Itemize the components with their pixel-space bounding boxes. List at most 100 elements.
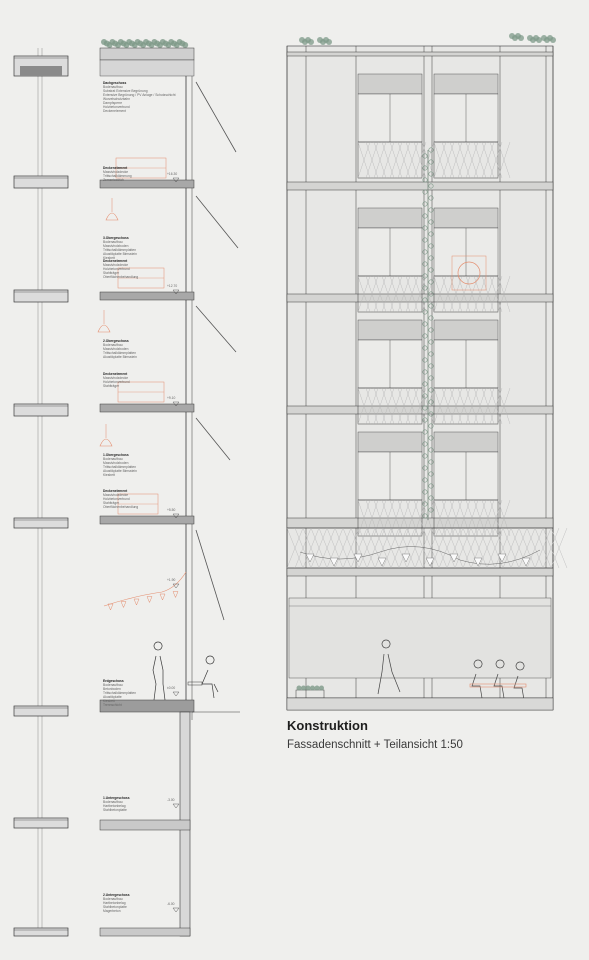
roof-plant [326, 39, 332, 45]
section-label-line: Bodenaufbau [103, 85, 123, 89]
level-label: +5.50 [167, 508, 176, 512]
awning-arm [195, 195, 239, 249]
lattice-hatch [398, 527, 416, 569]
slab-section [13, 175, 69, 189]
sign-board [451, 255, 487, 291]
person-figure [471, 659, 483, 699]
climbing-plant [422, 237, 428, 243]
shopfront [288, 597, 552, 679]
pennant [159, 593, 166, 601]
climbing-plant [422, 165, 428, 171]
drawing-title: Konstruktion [287, 718, 368, 733]
section-label-line: Akustikplatte Bimsstein [103, 355, 137, 359]
pennant-garland [299, 546, 541, 565]
climbing-plant [422, 513, 428, 519]
climbing-plant [428, 459, 434, 465]
climbing-plant [422, 381, 428, 387]
climbing-plant [428, 483, 434, 489]
sign-icon [457, 261, 481, 285]
section-label-line: Massivholzdecke [103, 170, 129, 174]
floor-band [286, 51, 554, 57]
planter-plant [319, 685, 324, 691]
lattice-hatch [406, 527, 424, 569]
planter-plant [301, 685, 306, 691]
section-label-line: Akustikplatte [103, 695, 122, 699]
climbing-plant [428, 315, 434, 321]
climbing-plant [422, 321, 428, 327]
section-label-line: Massivholzdecke [103, 263, 129, 267]
level-marker [172, 289, 180, 295]
climbing-plant [428, 447, 434, 453]
level-label: +16.30 [167, 172, 178, 176]
person-figure [493, 659, 505, 699]
section-label-line: Wurzelschutzbahn [103, 97, 131, 101]
section-label-line: Trittschalldämmplatten [103, 248, 137, 252]
section-label-line: Oberflächenbehandlung [103, 505, 139, 509]
lattice-hatch [350, 527, 368, 569]
section-label-line: Bodenaufbau [103, 457, 123, 461]
climbing-plant [422, 249, 428, 255]
level-marker [172, 401, 180, 407]
plinth [286, 697, 554, 711]
climbing-plant [428, 303, 434, 309]
lattice-hatch [286, 527, 304, 569]
section-label-line: Magerbeton [103, 909, 121, 913]
climbing-plant [428, 279, 434, 285]
climbing-plant [428, 375, 434, 381]
roof-plant [308, 39, 314, 45]
section-label-line: Trittschalldämmplatten [103, 691, 137, 695]
climbing-plant [428, 243, 434, 249]
pennant [377, 557, 387, 567]
section-label-line: Extensive Begrünung / PV Anlage / Schutz… [103, 93, 176, 97]
section-label-line: Holzbetonverbund [103, 105, 130, 109]
lattice-hatch [550, 527, 568, 569]
parapet-hatch [20, 66, 62, 76]
section-label-line: Bodenaufbau [103, 897, 123, 901]
climbing-plant [428, 183, 434, 189]
planter-plant [296, 685, 302, 691]
climbing-plant [422, 189, 428, 195]
roof-plant [518, 35, 524, 41]
slab-section [13, 927, 69, 937]
floor-slab [99, 179, 195, 189]
section-label-line: Akustikplatte Bimsstein [103, 469, 137, 473]
grille-hatch [497, 141, 511, 179]
climbing-plant [428, 171, 434, 177]
lattice-hatch [518, 527, 536, 569]
floor-slab [99, 403, 195, 413]
level-marker [172, 803, 180, 809]
section-label-line: Bodenaufbau [103, 800, 123, 804]
cafe-table [187, 681, 203, 686]
climbing-plant [422, 297, 428, 303]
climbing-plant [422, 333, 428, 339]
floor-slab [99, 291, 195, 301]
lattice-hatch [422, 527, 440, 569]
climbing-plant [422, 393, 428, 399]
section-label-title: 2.Untergeschoss [103, 893, 130, 897]
climbing-plant [422, 345, 428, 351]
climbing-plant [422, 429, 428, 435]
section-label-title: 1.Untergeschoss [103, 796, 130, 800]
lattice-hatch [446, 527, 464, 569]
planter-plant [314, 685, 320, 691]
section-label-title: 1.Obergeschoss [103, 453, 129, 457]
level-marker [172, 513, 180, 519]
climbing-plant [428, 207, 434, 213]
climbing-plant [422, 489, 428, 495]
section-label-line: Bodenaufbau [103, 343, 123, 347]
climbing-plant [428, 387, 434, 393]
section-label-line: Akustikplatte Bimsstein [103, 252, 137, 256]
roller-blind [433, 319, 499, 341]
awning-arm [195, 305, 237, 353]
section-label-line: Trennschicht [103, 703, 122, 707]
pennant [449, 553, 459, 563]
section-label-line: Bodenaufbau [103, 240, 123, 244]
lattice-hatch [542, 527, 560, 569]
grille-hatch [497, 499, 511, 537]
vertical-section-left [13, 48, 69, 937]
section-label-line: Trittschalldämmplatten [103, 351, 137, 355]
section-label-line: Massivholzboden [103, 244, 129, 248]
